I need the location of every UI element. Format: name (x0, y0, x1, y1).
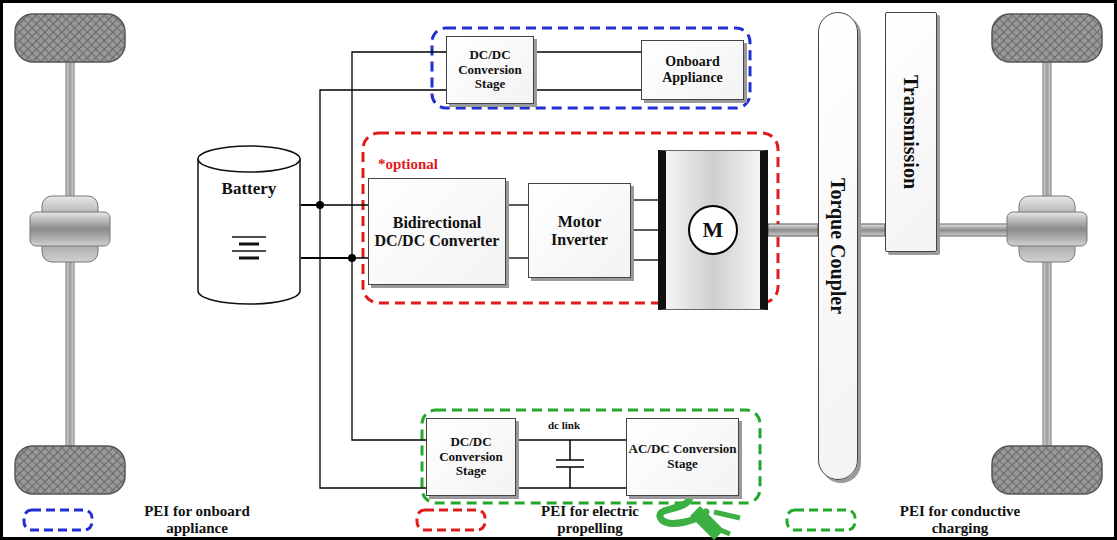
node-label: Motor Inverter (529, 213, 630, 249)
legend-swatch-outline (24, 510, 92, 530)
wire (506, 204, 528, 205)
charging-plug (660, 496, 740, 540)
wire (631, 199, 658, 200)
battery-symbol (239, 257, 259, 260)
battery-symbol (232, 250, 266, 252)
converter-box: DC/DC Conversion Stage (426, 418, 516, 496)
legend-swatch-outline (417, 510, 485, 530)
legend-text: PEI for electric propelling (515, 503, 665, 538)
converter-box: Motor Inverter (528, 183, 631, 278)
wire (631, 229, 658, 230)
onboard-group (432, 28, 750, 108)
battery-outline (197, 145, 301, 305)
wire-connector (516, 440, 626, 488)
drive-shaft (858, 224, 885, 236)
charging-group (422, 410, 760, 503)
converter-box: DC/DC Conversion Stage (446, 36, 534, 104)
shaft-bar (858, 224, 885, 236)
motor-housing: M (658, 150, 768, 310)
legend-swatch (415, 507, 489, 535)
battery-top (198, 146, 300, 172)
converter-box: AC/DC Conversion Stage (626, 418, 739, 496)
wire-connector (631, 200, 658, 260)
optional-note: *optional (378, 156, 438, 173)
wire-connector (506, 205, 528, 258)
wire-connector (534, 52, 641, 90)
converter-box: Bidirectional DC/DC Converter (368, 178, 506, 285)
node-label: Bidirectional DC/DC Converter (369, 214, 505, 250)
wire-connector (301, 205, 368, 258)
wire (534, 89, 641, 90)
right-wheels (935, 14, 1102, 494)
node-label: Transmission (900, 75, 922, 189)
wire (301, 258, 426, 440)
converter-box: Onboard Appliance (641, 40, 744, 100)
battery-symbol (239, 243, 259, 246)
battery-symbol (232, 236, 266, 238)
wire (516, 439, 626, 440)
capacitor-symbol (556, 440, 584, 488)
motor-symbol: M (688, 205, 738, 255)
legend-swatch (785, 507, 859, 535)
dc-link-label: dc link (548, 419, 580, 431)
shaft-bar (768, 224, 818, 236)
wire (534, 51, 641, 52)
left-wheels (15, 14, 125, 494)
legend-text: PEI for conductive charging (885, 503, 1035, 538)
legend-swatch-outline (787, 510, 855, 530)
node-label: Torque Coupler (827, 178, 849, 314)
legend-text: PEI for onboard appliance (122, 503, 272, 538)
node-label: Onboard Appliance (642, 54, 743, 85)
wire (631, 259, 658, 260)
node-label: AC/DC Conversion Stage (627, 442, 738, 471)
torque-coupler: Torque Coupler (818, 12, 858, 480)
legend-swatch (22, 507, 96, 535)
transmission-box: Transmission (885, 12, 937, 252)
wire (516, 487, 626, 488)
node-label: DC/DC Conversion Stage (427, 435, 515, 479)
node-label: DC/DC Conversion Stage (447, 48, 533, 92)
node-label: Battery (222, 179, 277, 198)
battery-cylinder: Battery (197, 145, 301, 305)
drive-shaft (768, 224, 818, 236)
battery-body (198, 159, 300, 304)
wire (506, 257, 528, 258)
